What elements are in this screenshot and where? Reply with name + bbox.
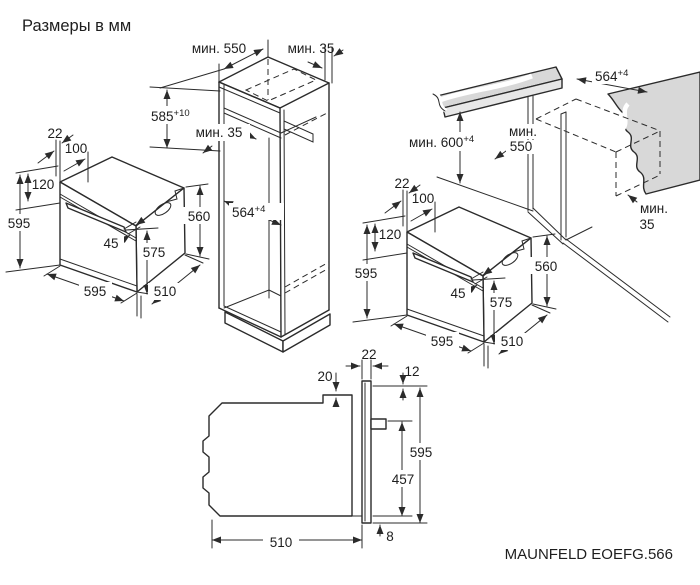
svg-text:12: 12	[404, 364, 419, 379]
svg-text:595: 595	[84, 284, 107, 299]
svg-text:595: 595	[8, 216, 31, 231]
tall-cabinet-niche-height-label: 585+10	[151, 108, 190, 124]
page-title: Размеры в мм	[22, 17, 131, 35]
svg-text:45: 45	[450, 286, 465, 301]
svg-text:575: 575	[143, 245, 166, 260]
model-label: MAUNFELD EOEFG.566	[505, 546, 673, 563]
base-cabinet-niche-width-label: 564+4	[595, 68, 628, 84]
svg-text:510: 510	[270, 535, 293, 550]
oven-illustration-left	[4, 135, 216, 318]
svg-text:595: 595	[355, 266, 378, 281]
oven-left-dimension-labels: 22 100 120 595 45 575 560 595 510	[8, 126, 211, 299]
oven-right-dimension-labels: 22 100 120 595 45 575 560 595 510	[355, 176, 558, 349]
svg-text:22: 22	[47, 126, 62, 141]
svg-text:595: 595	[431, 334, 454, 349]
base-cabinet-min-depth-label-line2: 550	[510, 139, 533, 154]
svg-text:560: 560	[535, 259, 558, 274]
svg-text:45: 45	[103, 236, 118, 251]
base-cabinet-back-gap-label-line1: мин.	[640, 201, 668, 216]
tall-cabinet-back-gap-label: мин. 35	[288, 41, 335, 56]
svg-text:120: 120	[32, 177, 55, 192]
svg-text:457: 457	[392, 472, 415, 487]
base-cabinet-min-depth-label-line1: мин.	[509, 124, 537, 139]
svg-text:575: 575	[490, 295, 513, 310]
svg-text:100: 100	[412, 191, 435, 206]
svg-text:22: 22	[361, 347, 376, 362]
tall-cabinet-shelf-gap-label: мин. 35	[196, 125, 243, 140]
svg-text:20: 20	[317, 369, 332, 384]
tall-cabinet-min-depth-label: мин. 550	[192, 41, 246, 56]
svg-text:8: 8	[386, 529, 394, 544]
svg-text:510: 510	[154, 284, 177, 299]
side-view-dimension-labels: 22 20 12 595 457 8 510	[270, 347, 433, 550]
svg-text:560: 560	[188, 209, 211, 224]
base-cabinet-back-gap-label-line2: 35	[639, 217, 654, 232]
svg-text:510: 510	[501, 334, 524, 349]
svg-text:100: 100	[65, 141, 88, 156]
oven-illustration-right	[351, 185, 563, 368]
side-section-illustration	[202, 359, 437, 550]
base-cabinet-illustration	[405, 66, 700, 323]
svg-text:22: 22	[394, 176, 409, 191]
tall-cabinet-niche-width-label: 564+4	[232, 204, 265, 220]
tall-cabinet-illustration	[147, 39, 344, 353]
svg-text:595: 595	[410, 445, 433, 460]
svg-text:120: 120	[379, 227, 402, 242]
base-cabinet-min-height-label: мин. 600+4	[409, 134, 474, 150]
